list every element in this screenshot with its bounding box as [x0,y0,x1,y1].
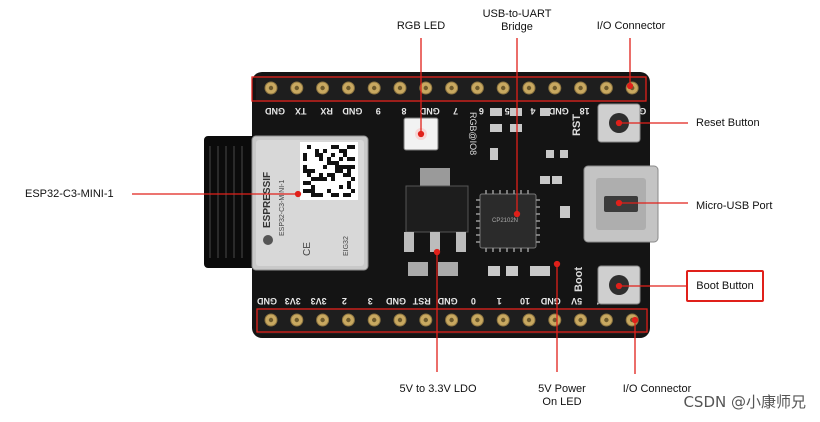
boot-silkscreen: Boot [573,267,585,292]
rgb-silkscreen: RGB@IO8 [468,112,478,155]
ldo-chip [405,185,469,233]
label-io-connector-top: I/O Connector [596,20,666,32]
top-pin-label: GND [548,106,569,116]
top-pin-label: TX [295,106,307,116]
bottom-pin-label: 3V3 [285,296,301,306]
bottom-pin-label: 3V3 [311,296,327,306]
bottom-pin-row [264,313,639,327]
top-pin-label: 8 [401,106,406,116]
qr-pattern [303,145,355,197]
label-power-led: 5V Power On LED [522,383,602,409]
label-reset-button: Reset Button [696,117,760,129]
rst-silkscreen: RST [571,114,583,136]
top-pin-label: GND [265,106,286,116]
bottom-pin-label: GND [257,296,278,306]
module-brand: ESPRESSIF [262,172,273,228]
top-pin-label: 9 [376,106,381,116]
label-micro-usb-port: Micro-USB Port [696,200,773,212]
label-esp32-module: ESP32-C3-MINI-1 [25,188,114,200]
module-name: ESP32-C3-MINI-1 [279,179,286,236]
bottom-pin-label: 5V [571,296,582,306]
module-id: EIG32 [343,236,350,256]
label-io-connector-bottom: I/O Connector [622,383,692,395]
bottom-pin-label: 3 [368,296,373,306]
label-usb-uart-line2: Bridge [501,21,533,33]
bottom-pin-label: 2 [342,296,347,306]
label-usb-uart-bridge: USB-to-UART Bridge [474,8,560,34]
top-pin-labels: GNDTXRXGND98GND7654GND1819GND [265,106,647,116]
bottom-pin-labels: GND3V33V323GNDRSTGND0110GND5V5VGND [257,296,639,306]
top-pin-label: GND [419,106,440,116]
top-pin-label: GND [342,106,363,116]
label-power-led-line2: On LED [542,396,582,408]
top-pin-label: 7 [453,106,458,116]
bottom-pin-label: GND [540,296,561,306]
bottom-connector-highlight [256,308,648,333]
bottom-pin-label: 0 [471,296,476,306]
top-pin-label: 18 [580,106,590,116]
ldo-tab [420,168,450,186]
label-boot-button: Boot Button [696,279,754,292]
bottom-pin-label: 10 [520,296,530,306]
label-usb-uart-line1: USB-to-UART [482,8,552,20]
smd-components [488,108,570,276]
label-power-led-line1: 5V Power [538,383,586,395]
callout-lines [132,38,688,374]
top-connector-highlight [251,76,647,102]
module-ce-mark: CE [302,242,313,256]
espressif-logo [263,235,273,245]
module-antenna [204,136,256,268]
bottom-pin-label: 1 [497,296,502,306]
label-ldo: 5V to 3.3V LDO [399,383,477,395]
label-rgb-led: RGB LED [396,20,446,32]
boot-button-highlight-box: Boot Button [686,270,764,302]
bottom-pin-label: GND [437,296,458,306]
bottom-pin-label: RST [412,296,431,306]
top-pin-label: 6 [479,106,484,116]
watermark: CSDN @小康师兄 [683,393,806,411]
bottom-pin-label: GND [386,296,407,306]
top-pin-row [264,81,639,95]
top-pin-label: 4 [530,106,535,116]
svg-text:CP2102N: CP2102N [492,218,518,224]
top-pin-label: RX [320,106,333,116]
top-pin-label: 5 [505,106,510,116]
